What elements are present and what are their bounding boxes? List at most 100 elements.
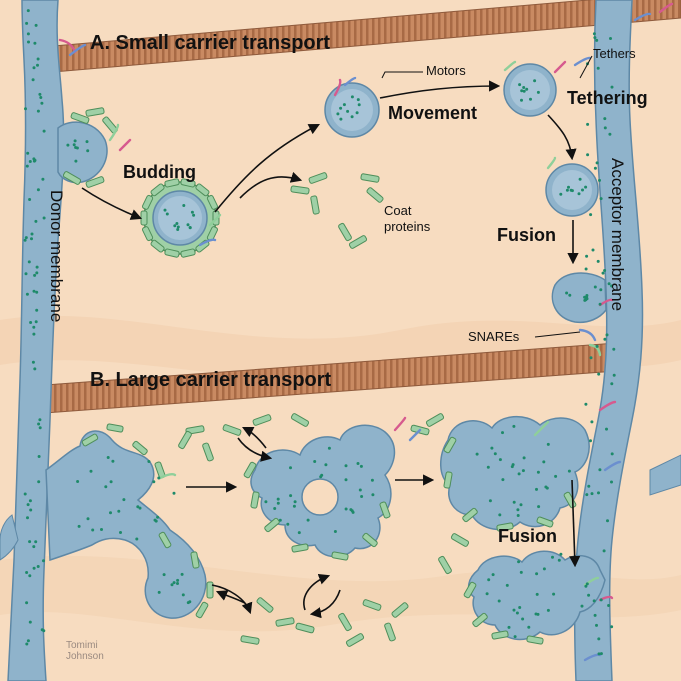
- fusion-arrow-b: [569, 479, 581, 568]
- cargo-dot: [537, 505, 541, 509]
- coat-protein: [140, 210, 148, 226]
- cargo-dot: [592, 599, 596, 603]
- cargo-dot: [586, 122, 590, 126]
- tethering-arrow: [547, 114, 577, 161]
- snare-protein: [393, 416, 407, 432]
- cargo-dot: [25, 164, 29, 168]
- cargo-dot: [488, 499, 492, 503]
- cargo-dot: [599, 197, 603, 201]
- cargo-dot: [518, 83, 522, 87]
- cargo-dot: [490, 446, 494, 450]
- cargo-dot: [505, 583, 509, 587]
- cargo-dot: [587, 593, 591, 597]
- cargo-dot: [357, 103, 361, 107]
- cargo-dot: [122, 498, 126, 502]
- cargo-dot: [182, 204, 186, 207]
- cargo-dot: [111, 459, 115, 463]
- cargo-dot: [106, 456, 110, 459]
- movement-label: Movement: [388, 103, 478, 123]
- cargo-dot: [359, 464, 363, 468]
- cargo-dot: [34, 219, 38, 223]
- cargo-dot: [498, 458, 502, 462]
- cargo-dot: [595, 38, 599, 42]
- cargo-dot: [136, 505, 140, 509]
- coat-protein: [180, 248, 196, 258]
- cargo-dot: [31, 360, 35, 364]
- recycle-arrow-6: [309, 589, 341, 619]
- cargo-dot: [28, 574, 32, 578]
- cargo-dot: [29, 321, 33, 324]
- cargo-dot: [592, 32, 596, 36]
- cargo-dot: [515, 611, 519, 615]
- tethered-vesicle-inner: [510, 70, 550, 110]
- cargo-dot: [186, 601, 190, 605]
- cargo-dot: [587, 484, 591, 488]
- cargo-dot: [42, 559, 45, 563]
- cargo-dot: [157, 590, 161, 594]
- uncoating-arrow: [239, 171, 303, 199]
- cargo-dot: [605, 333, 609, 337]
- cargo-dot: [512, 608, 516, 612]
- cargo-dot: [100, 528, 103, 531]
- cargo-dot: [608, 132, 612, 136]
- cargo-dot: [360, 495, 364, 498]
- cargo-dot: [535, 572, 539, 576]
- cargo-dot: [324, 463, 328, 467]
- cargo-dot: [552, 592, 556, 596]
- cargo-dot: [28, 540, 32, 544]
- snare-protein: [343, 76, 357, 87]
- cargo-dot: [30, 237, 33, 241]
- cargo-dot: [584, 267, 588, 271]
- section-a-title: A. Small carrier transport: [90, 32, 331, 54]
- signature-line-1: Tomimi: [66, 640, 98, 651]
- acceptor-branch: [649, 454, 681, 496]
- coat-protein: [85, 176, 105, 188]
- cargo-dot: [593, 613, 597, 617]
- snare-protein: [573, 56, 592, 67]
- cargo-dot: [493, 452, 497, 456]
- cargo-dot: [37, 422, 41, 426]
- snare-protein: [658, 2, 674, 14]
- coat-protein: [425, 413, 445, 427]
- cargo-dot: [603, 126, 607, 130]
- recycle-arrow-1: [237, 437, 273, 462]
- cargo-dot: [32, 289, 36, 293]
- coat-protein: [345, 633, 365, 647]
- snare-protein: [546, 156, 557, 170]
- coat-protein: [362, 532, 378, 548]
- budding-label: Budding: [123, 162, 196, 182]
- cargo-dot: [536, 470, 540, 474]
- coat-protein: [62, 171, 82, 185]
- cargo-dot: [162, 573, 166, 577]
- coat-protein: [331, 551, 349, 561]
- cargo-dot: [593, 285, 597, 289]
- donor-branch: [0, 514, 19, 561]
- cargo-dot: [170, 583, 174, 587]
- cargo-dot: [344, 464, 348, 468]
- cargo-dot: [568, 293, 572, 297]
- cargo-dot: [188, 226, 192, 229]
- cargo-dot: [584, 584, 588, 588]
- recycle-arrow-5: [303, 573, 331, 611]
- cargo-dot: [603, 117, 607, 121]
- cargo-dot: [26, 516, 29, 520]
- section-b-title: B. Large carrier transport: [90, 369, 332, 391]
- cargo-dot: [584, 402, 588, 406]
- cargo-dot: [333, 530, 337, 533]
- cargo-dot: [91, 528, 95, 532]
- cargo-dot: [32, 545, 36, 549]
- vesicle-lumen-inner: [158, 196, 202, 240]
- coat-protein-fragments: [62, 107, 577, 647]
- cargo-dot: [33, 273, 37, 277]
- snare-protein: [598, 298, 614, 307]
- cargo-dot: [36, 188, 40, 192]
- snare-protein: [588, 343, 602, 357]
- cargo-dot: [276, 497, 280, 501]
- cargo-dot: [586, 153, 590, 157]
- coat-protein: [348, 235, 368, 249]
- cargo-dot: [609, 37, 612, 40]
- cargo-dot: [31, 78, 35, 82]
- coat-protein: [243, 461, 257, 479]
- cargo-dot: [599, 598, 603, 602]
- cargo-dot: [512, 424, 516, 428]
